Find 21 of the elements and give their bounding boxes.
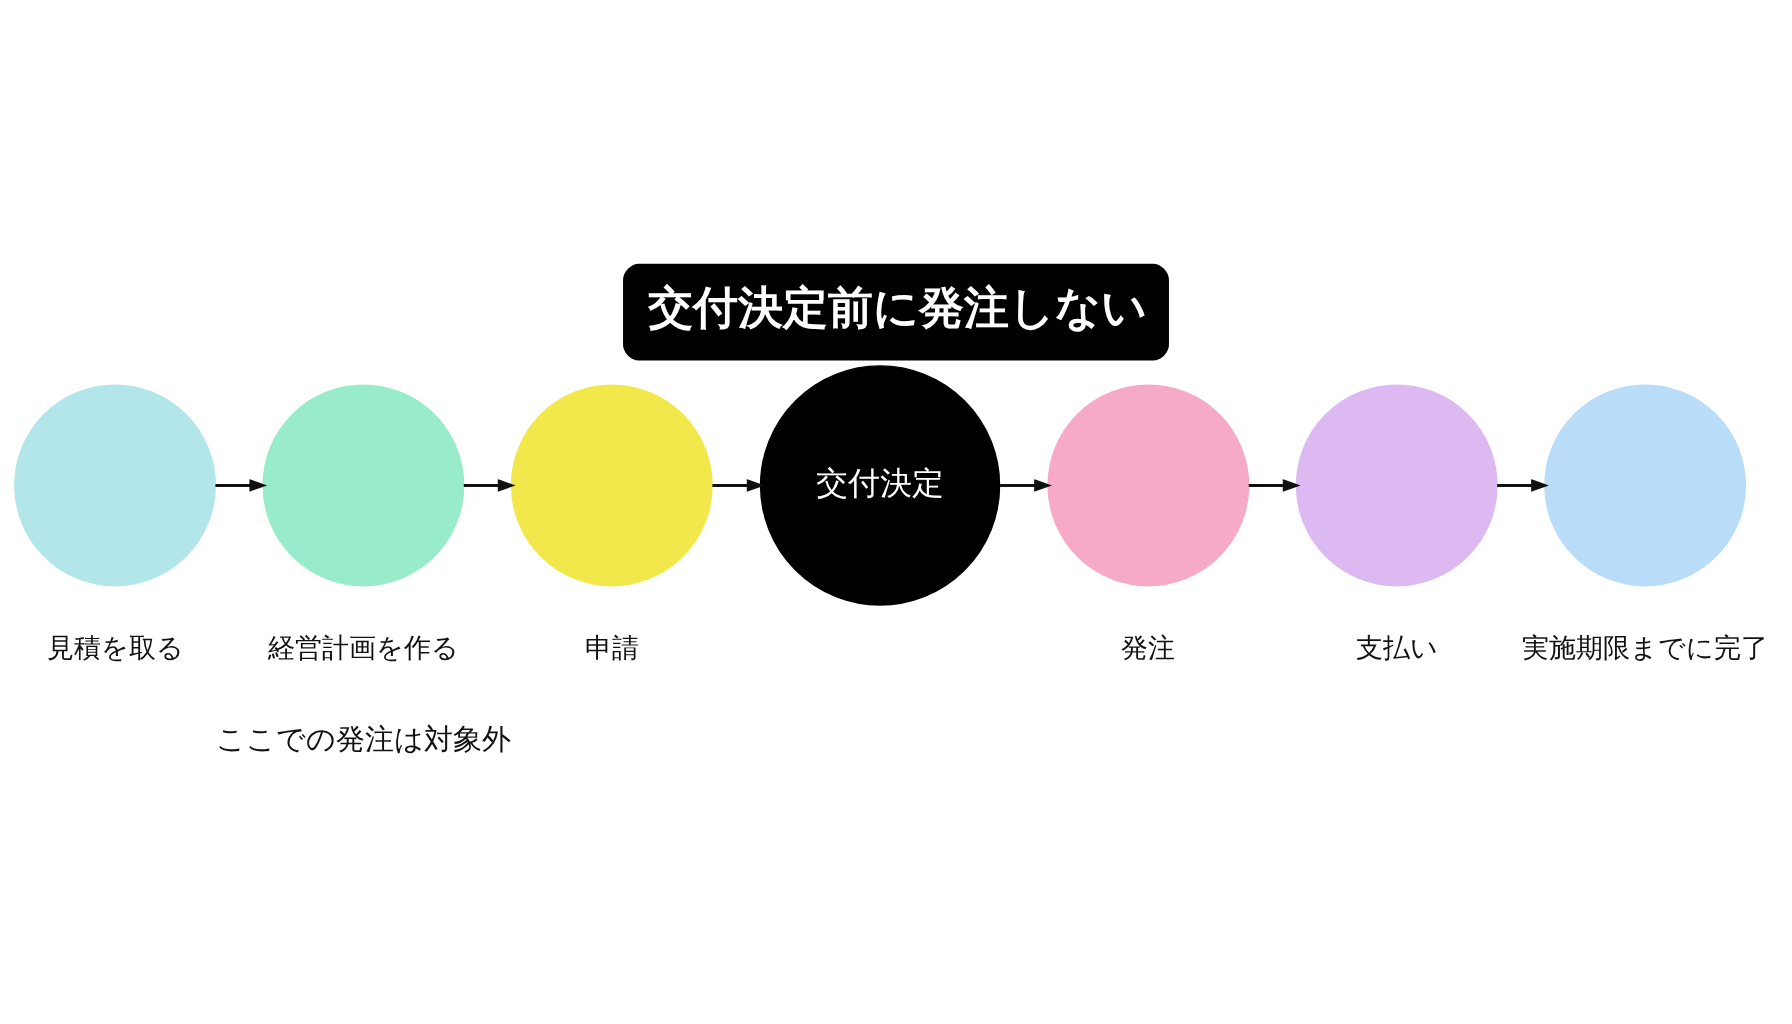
node-circle: [1544, 384, 1747, 587]
node-circle: [510, 384, 713, 587]
node-circle: [1047, 384, 1250, 587]
arrow: [1000, 479, 1052, 492]
node-circle: [14, 384, 216, 587]
node-label: 見積を取る: [46, 631, 184, 663]
arrow: [463, 479, 516, 492]
node-label: 発注: [1121, 631, 1176, 663]
node-label: 支払い: [1355, 631, 1438, 663]
arrow: [1497, 479, 1549, 492]
label: ここでの発注は対象外: [215, 722, 511, 757]
node-label: 申請: [584, 631, 639, 663]
node-label: 実施期限までに完了: [1522, 631, 1769, 663]
node-circle: [1295, 384, 1498, 587]
diagram-title: 交付決定前に発注しない: [647, 281, 1147, 334]
arrow: [1248, 479, 1301, 492]
node-circle: [262, 384, 465, 587]
arrow: [215, 479, 268, 492]
node-label: 経営計画を作る: [267, 631, 459, 663]
arrow: [712, 479, 765, 492]
node-circle: 交付決定: [759, 365, 1001, 606]
